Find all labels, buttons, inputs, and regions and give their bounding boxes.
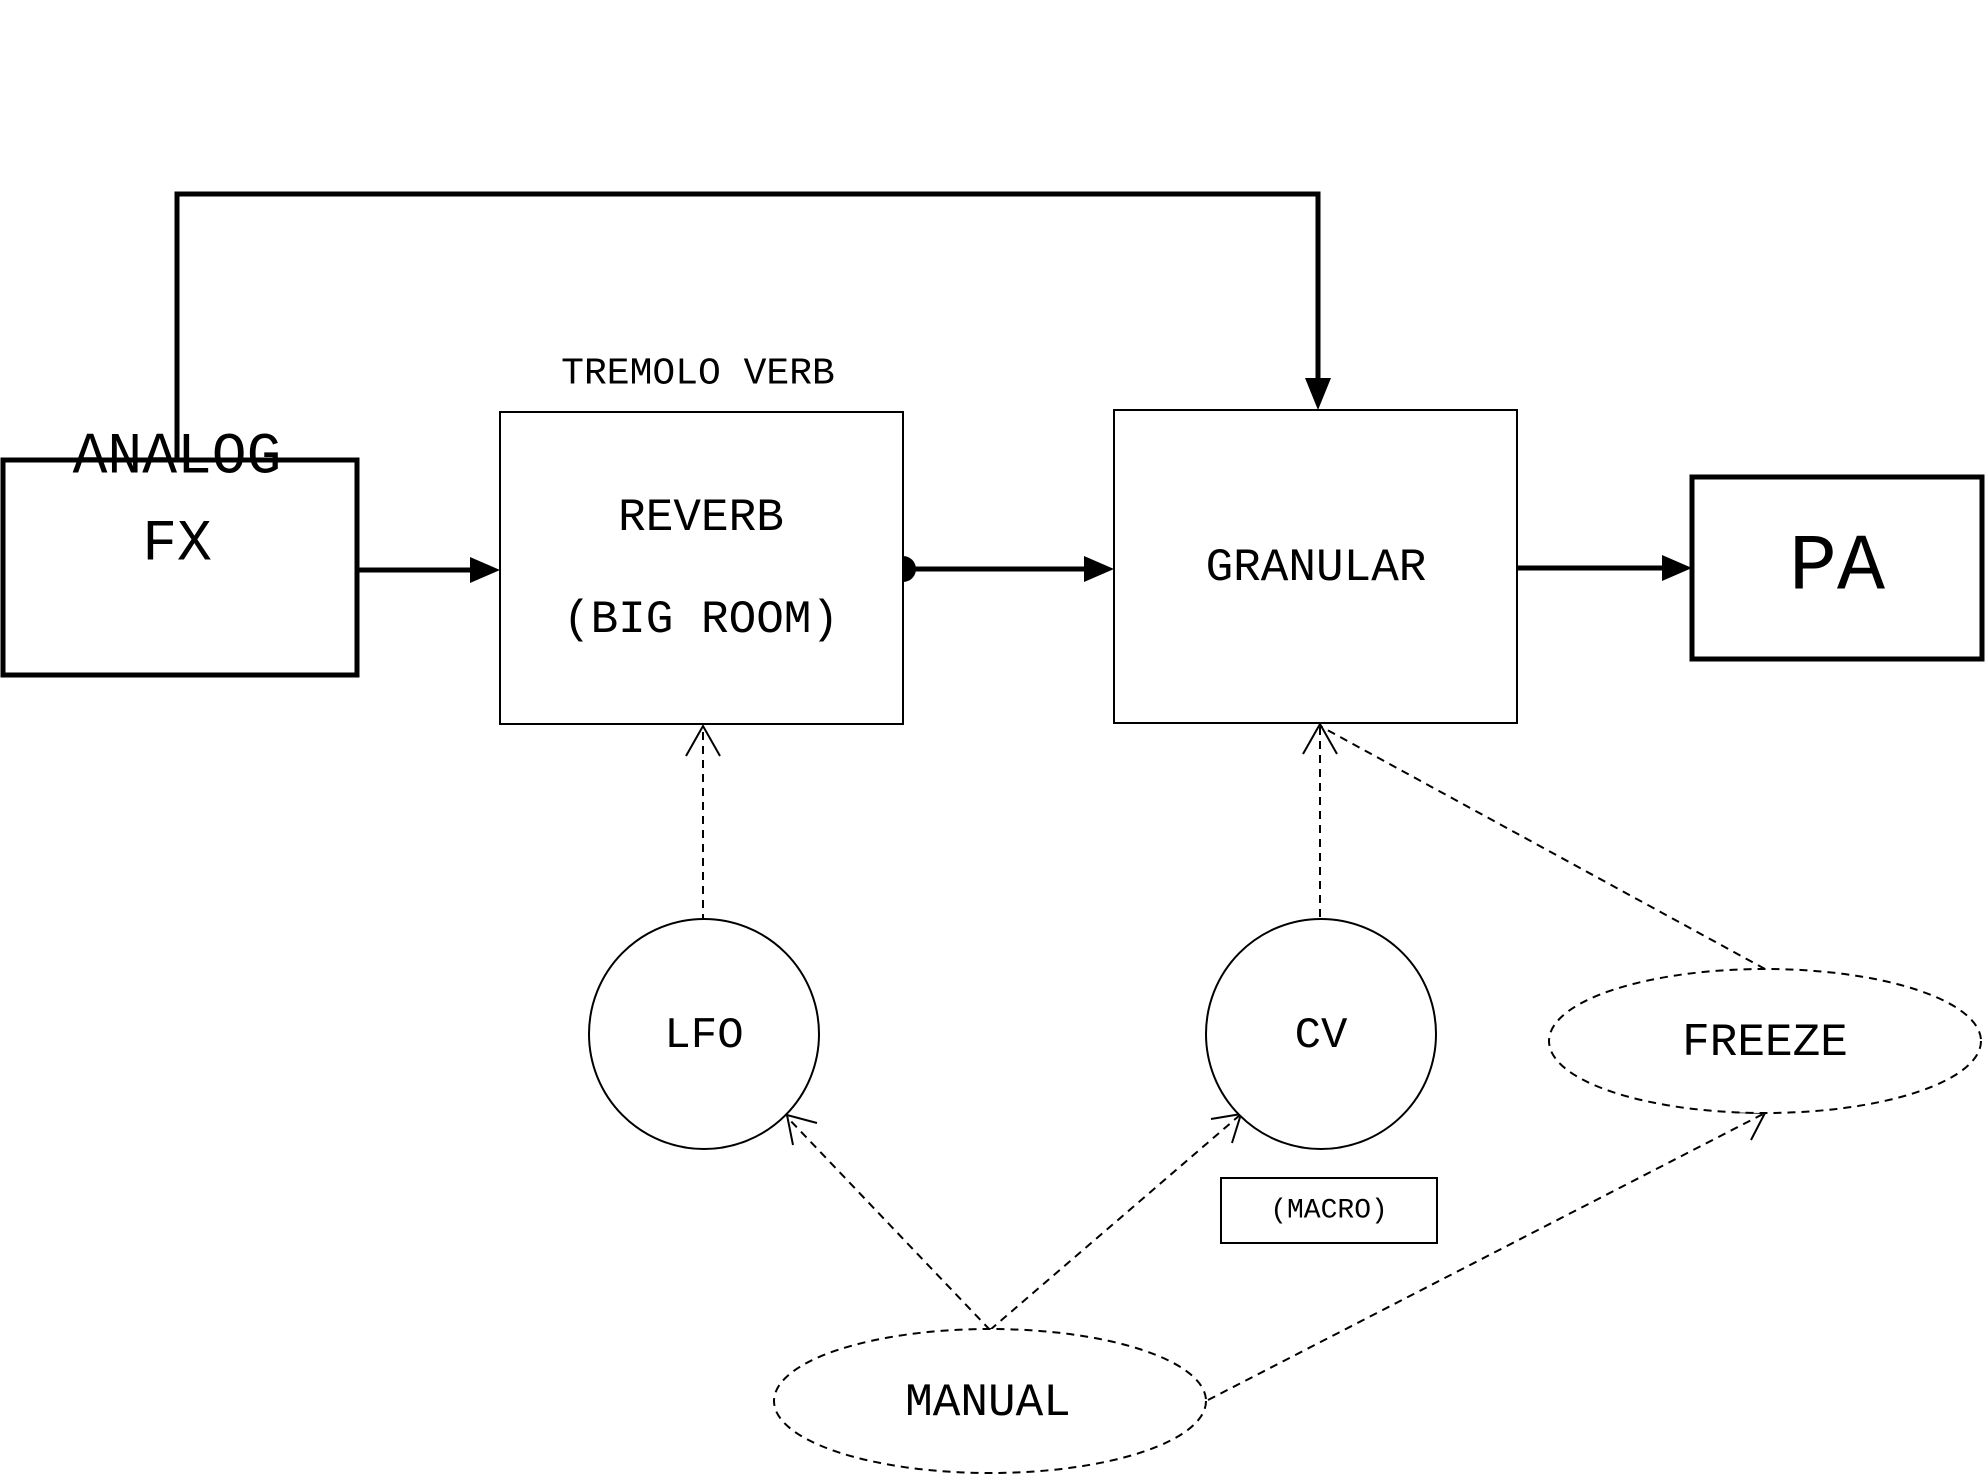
node-pa[interactable]: PA — [1689, 474, 1985, 662]
node-freeze[interactable]: FREEZE — [1548, 968, 1982, 1114]
reverb-label-line1: REVERB — [618, 492, 784, 544]
edge-lfo-to-reverb-head — [685, 723, 721, 757]
cv-circle — [1205, 918, 1437, 1150]
reverb-label-line2: (BIG ROOM) — [563, 594, 839, 646]
granular-label: GRANULAR — [1206, 542, 1427, 594]
node-manual[interactable]: MANUAL — [773, 1328, 1207, 1474]
node-granular[interactable]: GRANULAR — [1113, 409, 1518, 724]
cv-label: CV — [1295, 1011, 1348, 1061]
node-reverb[interactable]: REVERB (BIG ROOM) — [499, 411, 904, 725]
reverb-caption: TREMOLO VERB — [561, 353, 835, 396]
macro-box — [1220, 1177, 1438, 1244]
reverb-box — [499, 411, 904, 725]
edge-granular-to-pa-head — [1662, 555, 1692, 581]
lfo-circle — [588, 918, 820, 1150]
edge-manual-to-lfo — [786, 1116, 991, 1331]
edge-reverb-to-granular-head — [1084, 556, 1114, 582]
manual-label: MANUAL — [905, 1377, 1071, 1429]
node-cv[interactable]: CV — [1205, 918, 1437, 1150]
granular-box — [1113, 409, 1518, 724]
edge-freeze-to-granular — [1319, 725, 1766, 970]
edge-manual-to-freeze — [1207, 1112, 1766, 1401]
edge-analog-fx-to-granular-head — [1305, 378, 1331, 410]
analog-fx-label-line2: FX — [142, 513, 212, 578]
manual-ellipse — [773, 1328, 1207, 1474]
node-lfo[interactable]: LFO — [588, 918, 820, 1150]
edge-analog-fx-to-granular — [174, 191, 1321, 460]
freeze-label: FREEZE — [1682, 1017, 1848, 1069]
node-analog-fx[interactable]: ANALOG FX — [0, 426, 360, 678]
lfo-label: LFO — [664, 1011, 743, 1061]
cv-macro-tag: (MACRO) — [1220, 1177, 1438, 1244]
edge-manual-to-lfo-head — [785, 1113, 818, 1146]
freeze-ellipse — [1548, 968, 1982, 1114]
analog-fx-label-line1: ANALOG — [73, 426, 282, 491]
edge-analog-fx-to-reverb-head — [470, 557, 500, 583]
pa-box — [1689, 474, 1985, 662]
analog-fx-box — [0, 457, 360, 678]
edge-manual-to-cv — [989, 1114, 1241, 1331]
pa-label: PA — [1789, 523, 1885, 614]
macro-label: (MACRO) — [1270, 1196, 1388, 1227]
